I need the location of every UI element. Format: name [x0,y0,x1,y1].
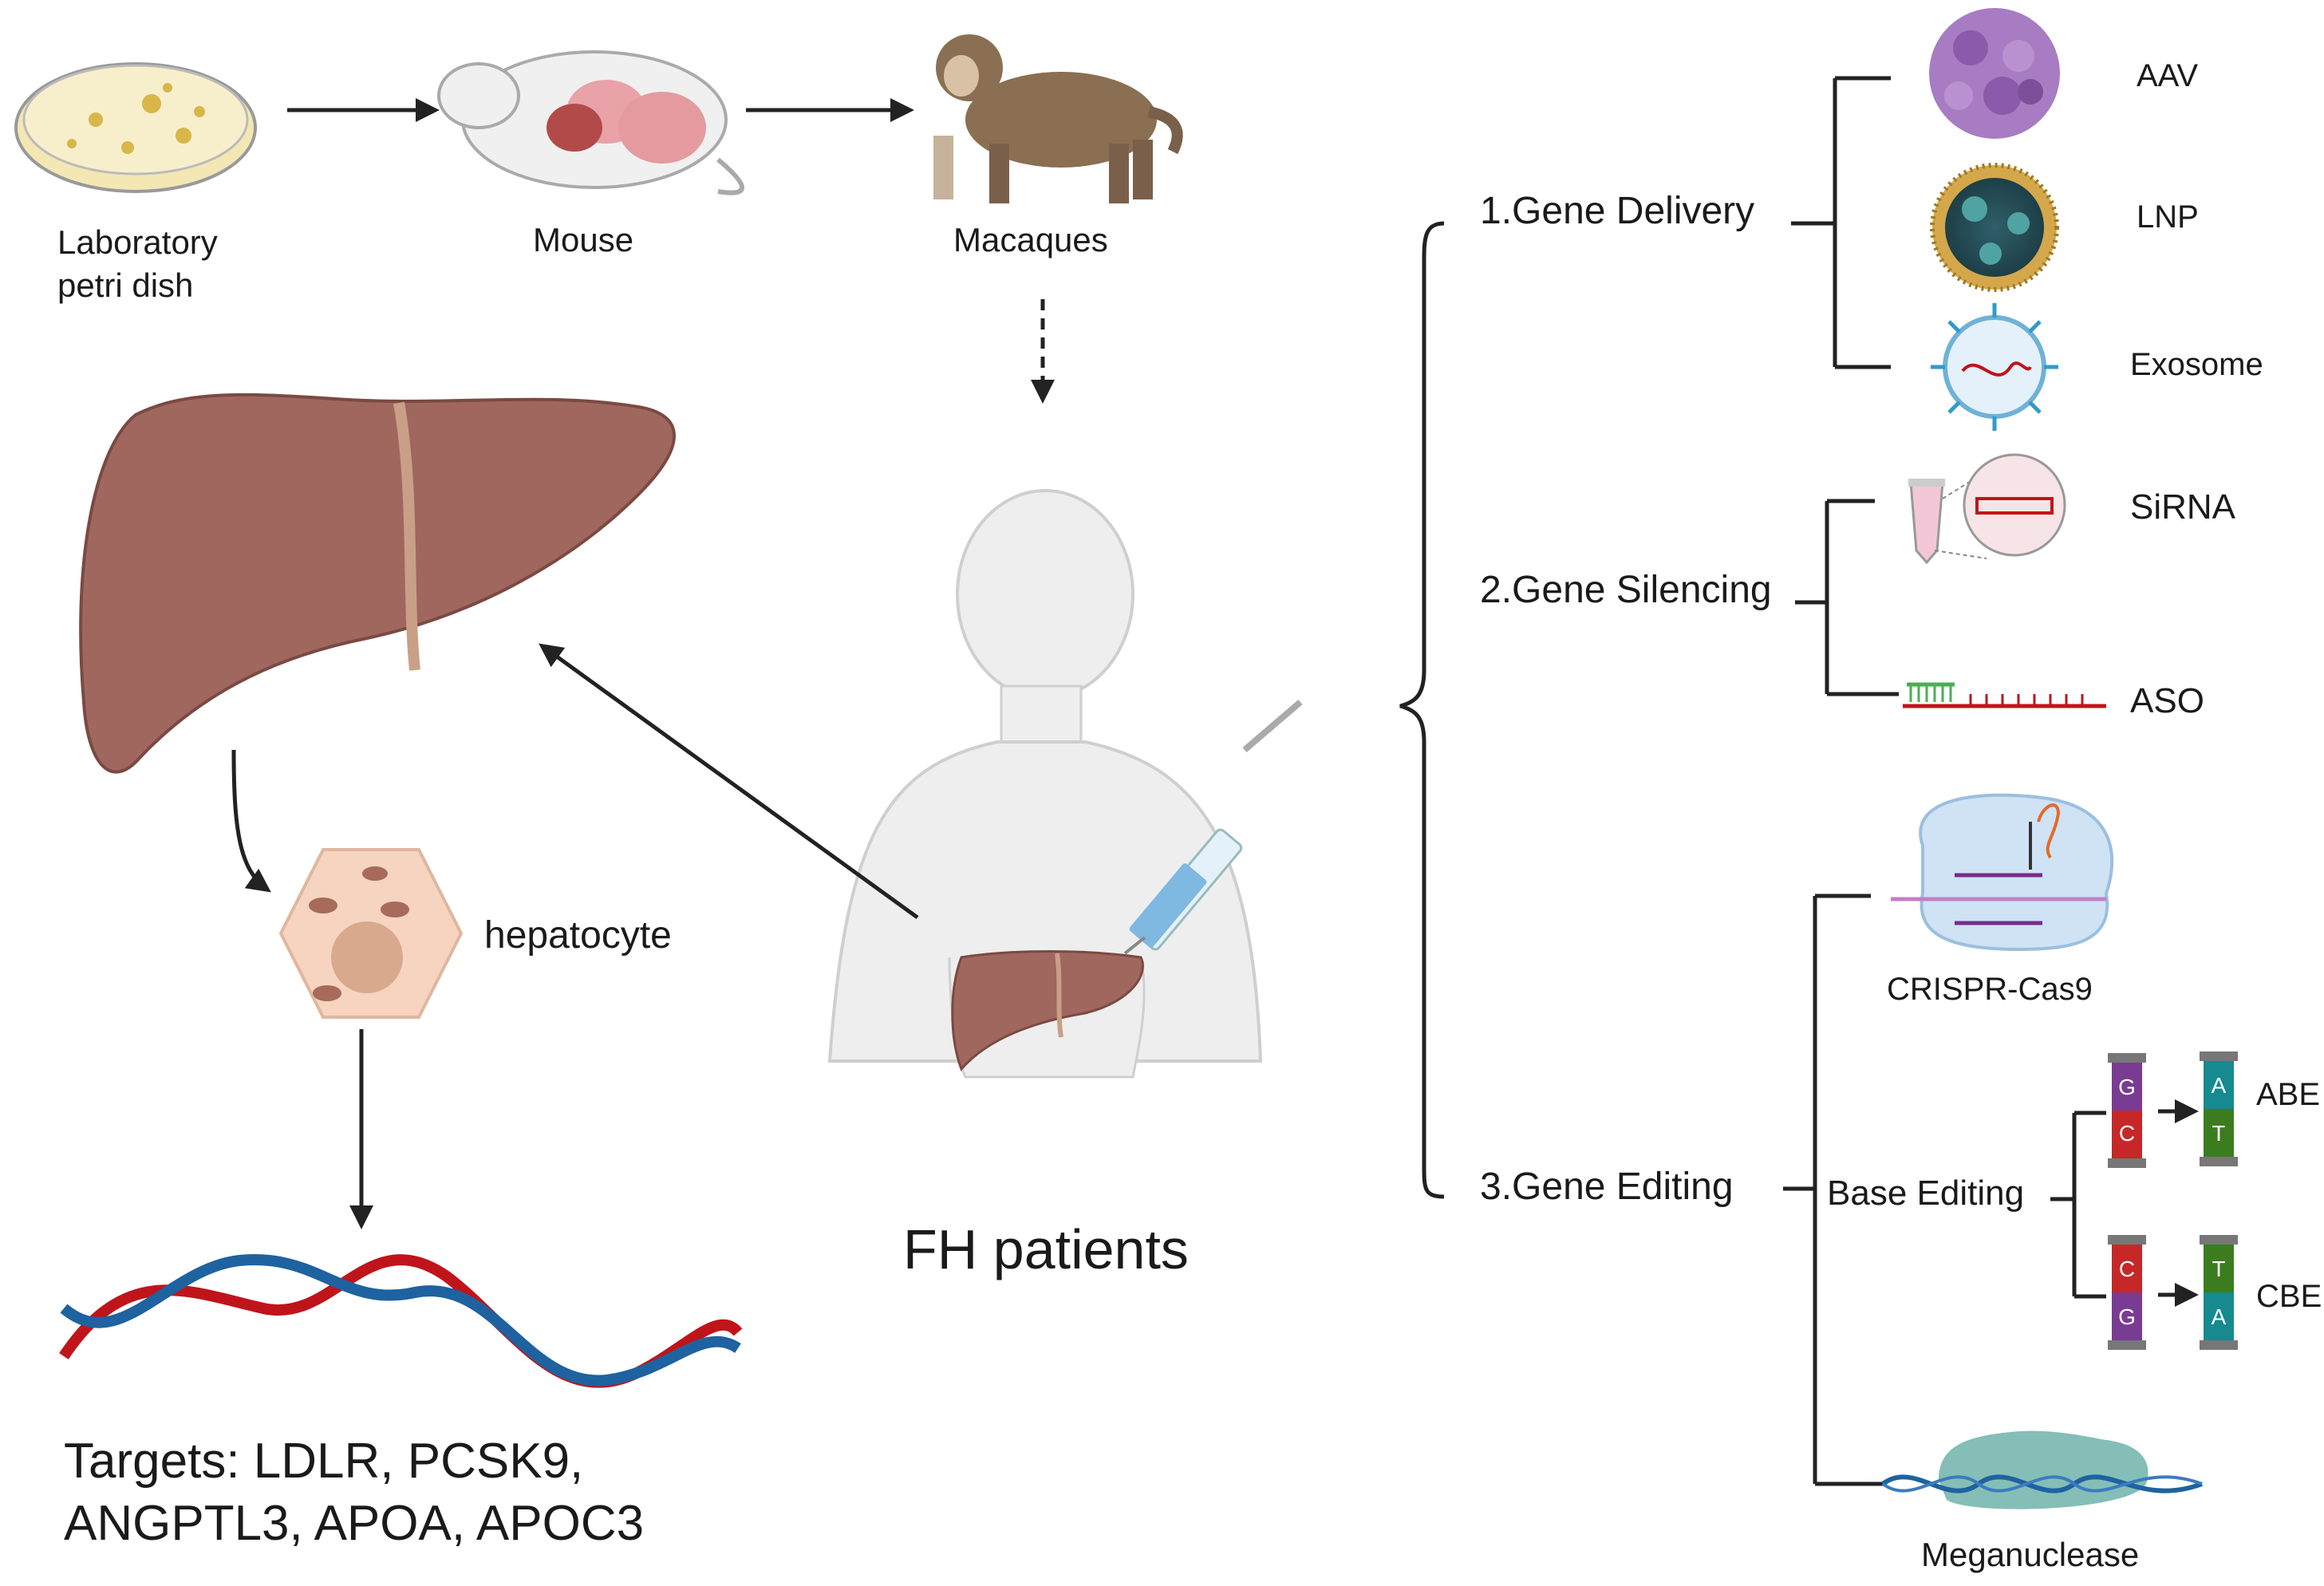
meganuclease-label: Meganuclease [1921,1536,2139,1573]
dna-helix-icon [59,1254,743,1388]
cbe-before-pair [2108,1235,2146,1350]
meganuclease-icon [1881,1430,2204,1509]
lnp-icon [1930,163,2059,292]
cbe-label: CBE [2256,1279,2322,1314]
abe-before-bottom: C [2119,1121,2135,1146]
arrow-patient-to-liver [539,643,919,920]
syringe-icon [1123,699,1303,955]
delivery-title: 1.Gene Delivery [1480,190,1754,232]
macaque-icon [933,34,1183,203]
cbe-after-pair [2200,1235,2238,1350]
arrow-liver-to-hepatocyte [231,749,271,893]
aso-label: ASO [2130,681,2204,720]
aav-label: AAV [2137,58,2198,93]
editing-bracket [1783,894,1887,1486]
hepatocyte-label: hepatocyte [484,914,672,957]
exosome-icon [1931,303,2058,431]
strategy-brace [1399,221,1445,1199]
liver-icon [79,393,676,774]
mouse-label: Mouse [533,221,633,258]
hepatocyte-icon [278,848,464,1019]
editing-title: 3.Gene Editing [1480,1166,1734,1208]
silencing-bracket [1795,499,1899,696]
cbe-after-bottom: A [2212,1304,2227,1329]
lnp-label: LNP [2137,199,2199,235]
base-editing-bracket [2050,1111,2106,1299]
abe-before-pair [2108,1053,2146,1168]
crispr-cas9-icon [1891,793,2114,952]
abe-after-bottom: T [2212,1121,2225,1146]
silencing-title: 2.Gene Silencing [1480,569,1772,611]
abe-before-top: G [2118,1075,2136,1099]
exosome-label: Exosome [2130,347,2263,382]
delivery-bracket [1791,76,1891,369]
mouse-icon [437,50,744,195]
patients-label: FH patients [903,1218,1189,1280]
base-editing-label: Base Editing [1827,1174,2024,1213]
sirna-icon [1908,453,2066,565]
cbe-before-bottom: G [2118,1304,2136,1329]
targets-line1: Targets: LDLR, PCSK9, [64,1434,583,1489]
petri-label-line2: petri dish [57,266,193,304]
macaque-label: Macaques [953,221,1108,258]
abe-after-pair [2200,1051,2238,1166]
sirna-label: SiRNA [2130,487,2236,527]
aav-icon [1929,8,2060,139]
patient-liver-icon [951,950,1144,1071]
abe-after-top: A [2212,1073,2227,1098]
crispr-label: CRISPR-Cas9 [1887,972,2093,1007]
cbe-before-top: C [2119,1257,2135,1281]
abe-label: ABE [2256,1077,2320,1112]
petri-label: Laboratory [57,223,218,261]
aso-icon [1903,682,2106,708]
cbe-after-top: T [2212,1257,2225,1281]
targets-line2: ANGPTL3, APOA, APOC3 [64,1496,644,1551]
petri-dish-icon [14,62,257,193]
